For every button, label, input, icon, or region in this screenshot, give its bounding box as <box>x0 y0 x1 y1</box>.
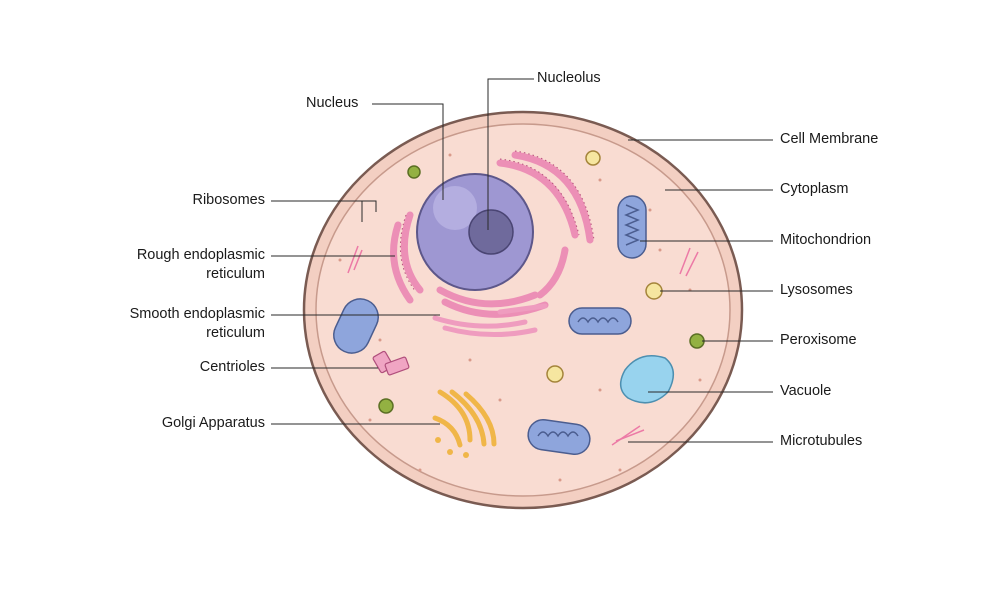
label-smooth-er-line2: reticulum <box>206 325 265 341</box>
peroxisome <box>689 333 705 349</box>
centrioles <box>372 350 410 376</box>
golgi-apparatus <box>432 389 497 448</box>
mitochondrion-left <box>333 298 379 354</box>
mitochondrion-center <box>568 307 632 335</box>
label-cytoplasm: Cytoplasm <box>780 181 849 197</box>
label-centrioles: Centrioles <box>199 359 265 375</box>
label-peroxisome: Peroxisome <box>780 332 857 348</box>
label-rough-er-line2: reticulum <box>206 266 265 282</box>
label-smooth-er: Smooth endoplasmic reticulum <box>90 305 265 343</box>
label-rough-er: Rough endoplasmic reticulum <box>100 246 265 284</box>
label-ribosomes: Ribosomes <box>192 192 265 208</box>
rough-er <box>390 151 594 318</box>
nucleolus <box>468 209 514 255</box>
label-smooth-er-line1: Smooth endoplasmic <box>129 306 265 322</box>
label-cell-membrane: Cell Membrane <box>780 131 879 147</box>
smooth-er <box>432 303 548 337</box>
mitochondrion-right <box>617 195 647 259</box>
peroxisome-2 <box>407 165 421 179</box>
peroxisome-3 <box>378 398 394 414</box>
label-lysosomes: Lysosomes <box>780 282 853 298</box>
label-vacuole: Vacuole <box>780 383 832 399</box>
label-rough-er-line1: Rough endoplasmic <box>136 247 265 263</box>
label-golgi: Golgi Apparatus <box>161 415 265 431</box>
microtubules <box>347 245 699 446</box>
leader-lines <box>271 78 773 443</box>
mitochondrion-bottom <box>527 419 591 455</box>
label-microtubules: Microtubules <box>780 433 863 449</box>
label-mitochondrion: Mitochondrion <box>780 232 872 248</box>
label-nucleus: Nucleus <box>306 95 359 111</box>
lysosomes <box>546 150 663 383</box>
nucleus-highlight <box>433 186 477 230</box>
label-nucleolus: Nucleolus <box>537 70 601 86</box>
